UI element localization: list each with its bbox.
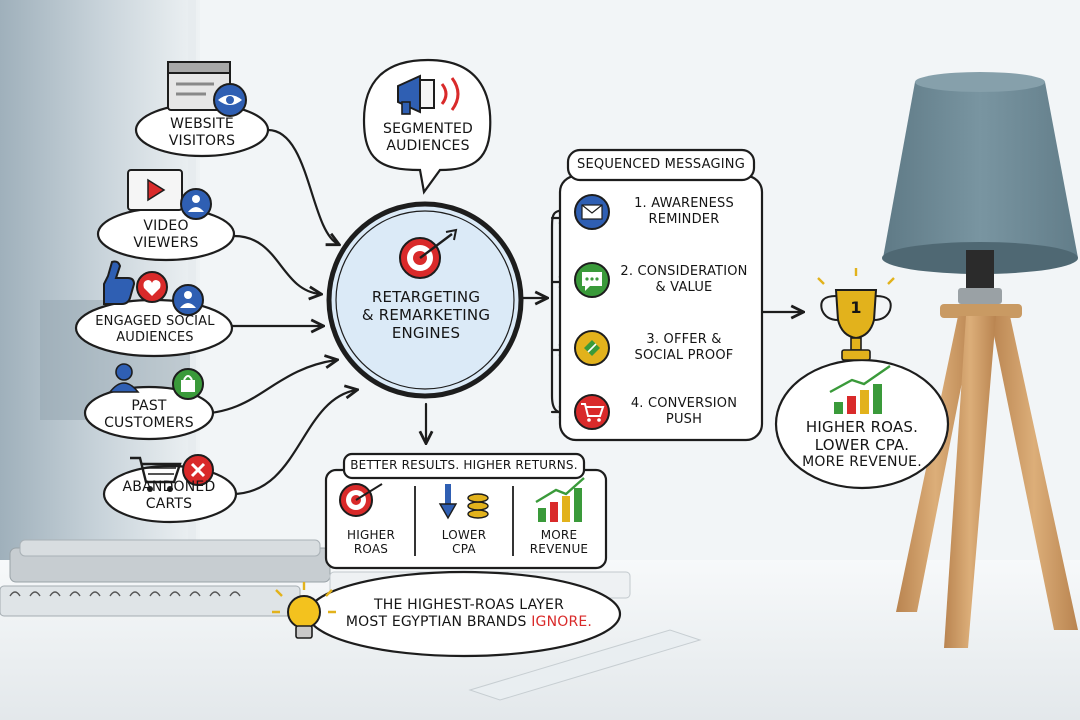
engine-label: Retargeting & Remarketing Engines [338,288,514,342]
chat-bubble-icon [574,262,610,298]
engine-line-1: Retargeting [371,288,481,306]
social-like-heart-icon [103,260,204,316]
result-cpa: Lower CPA [420,528,508,557]
envelope-icon [574,194,610,230]
sequence-step-4: 4. Conversion Push [614,396,754,427]
result-revenue-line-1: More [540,528,578,542]
results-target-icon [339,483,383,517]
shopping-cart-icon [574,394,610,430]
engine-line-3: Engines [391,324,461,342]
source-label-video: Video Viewers [133,218,199,251]
source-label-carts: Abandoned Carts [122,479,216,512]
insight-line-2: Most Egyptian Brands Ignore. [336,614,602,631]
step-3-line-1: 3. Offer & [646,332,722,347]
source-label-social: Engaged Social Audiences [95,314,215,345]
source-label-website: Website Visitors [168,116,236,149]
sequence-title-box [566,148,756,182]
coins-down-icon [438,484,489,520]
outcome-line-1: Higher ROAS. [805,418,919,436]
lamp [882,72,1078,648]
percent-badge-icon [574,330,610,366]
cart-x-icon [130,454,214,492]
step-2-line-1: 2. Consideration [620,264,748,279]
target-icon [399,228,458,279]
megaphone-icon [397,74,460,115]
step-2-line-2: & Value [655,279,713,295]
step-1-line-2: Reminder [648,211,720,227]
sequence-step-3: 3. Offer & Social Proof [614,332,754,363]
result-roas-line-1: Higher [346,528,395,542]
source-label-customers: Past Customers [104,398,194,431]
sequence-step-1: 1. Awareness Reminder [614,196,754,227]
growth-chart-icon [535,477,585,522]
result-roas-line-2: ROAS [353,542,389,557]
browser-eye-icon [167,61,247,117]
outcome-line-3: More Revenue. [802,454,922,470]
result-revenue: More Revenue [516,528,602,557]
source-bubble-customers [83,385,215,441]
sequence-step-2: 2. Consideration & Value [614,264,754,295]
insight-line-2-main: Most Egyptian Brands [345,613,527,630]
segmented-label: Segmented Audiences [383,121,473,154]
video-play-icon [127,169,212,220]
trophy-rank: 1 [850,298,862,317]
result-cpa-line-1: Lower [441,528,487,542]
trophy-icon [817,268,895,361]
result-roas: Higher ROAS [330,528,412,557]
outcome-line-2: Lower CPA. [814,436,910,454]
customer-bag-icon [108,363,204,400]
insight-text: The Highest-ROAS Layer Most Egyptian Bra… [336,597,602,631]
outcome-text: Higher ROAS. Lower CPA. More Revenue. [790,418,934,471]
step-4-line-2: Push [665,411,703,427]
lightbulb-icon [272,582,336,639]
results-title-box [342,452,586,480]
results-title: Better Results. Higher Returns. [350,458,578,472]
step-1-line-1: 1. Awareness [634,196,734,211]
result-cpa-line-2: CPA [452,542,476,557]
step-4-line-1: 4. Conversion [630,396,738,411]
insight-line-1: The Highest-ROAS Layer [373,597,564,613]
engine-circle [326,201,524,399]
result-revenue-line-2: Revenue [529,542,589,557]
insight-highlight: Ignore. [531,613,593,630]
engine-line-2: & Remarketing [361,306,491,324]
step-3-line-2: Social Proof [634,347,734,363]
outcome-chart-icon [829,365,891,414]
sequence-title: Sequenced Messaging [577,157,745,172]
